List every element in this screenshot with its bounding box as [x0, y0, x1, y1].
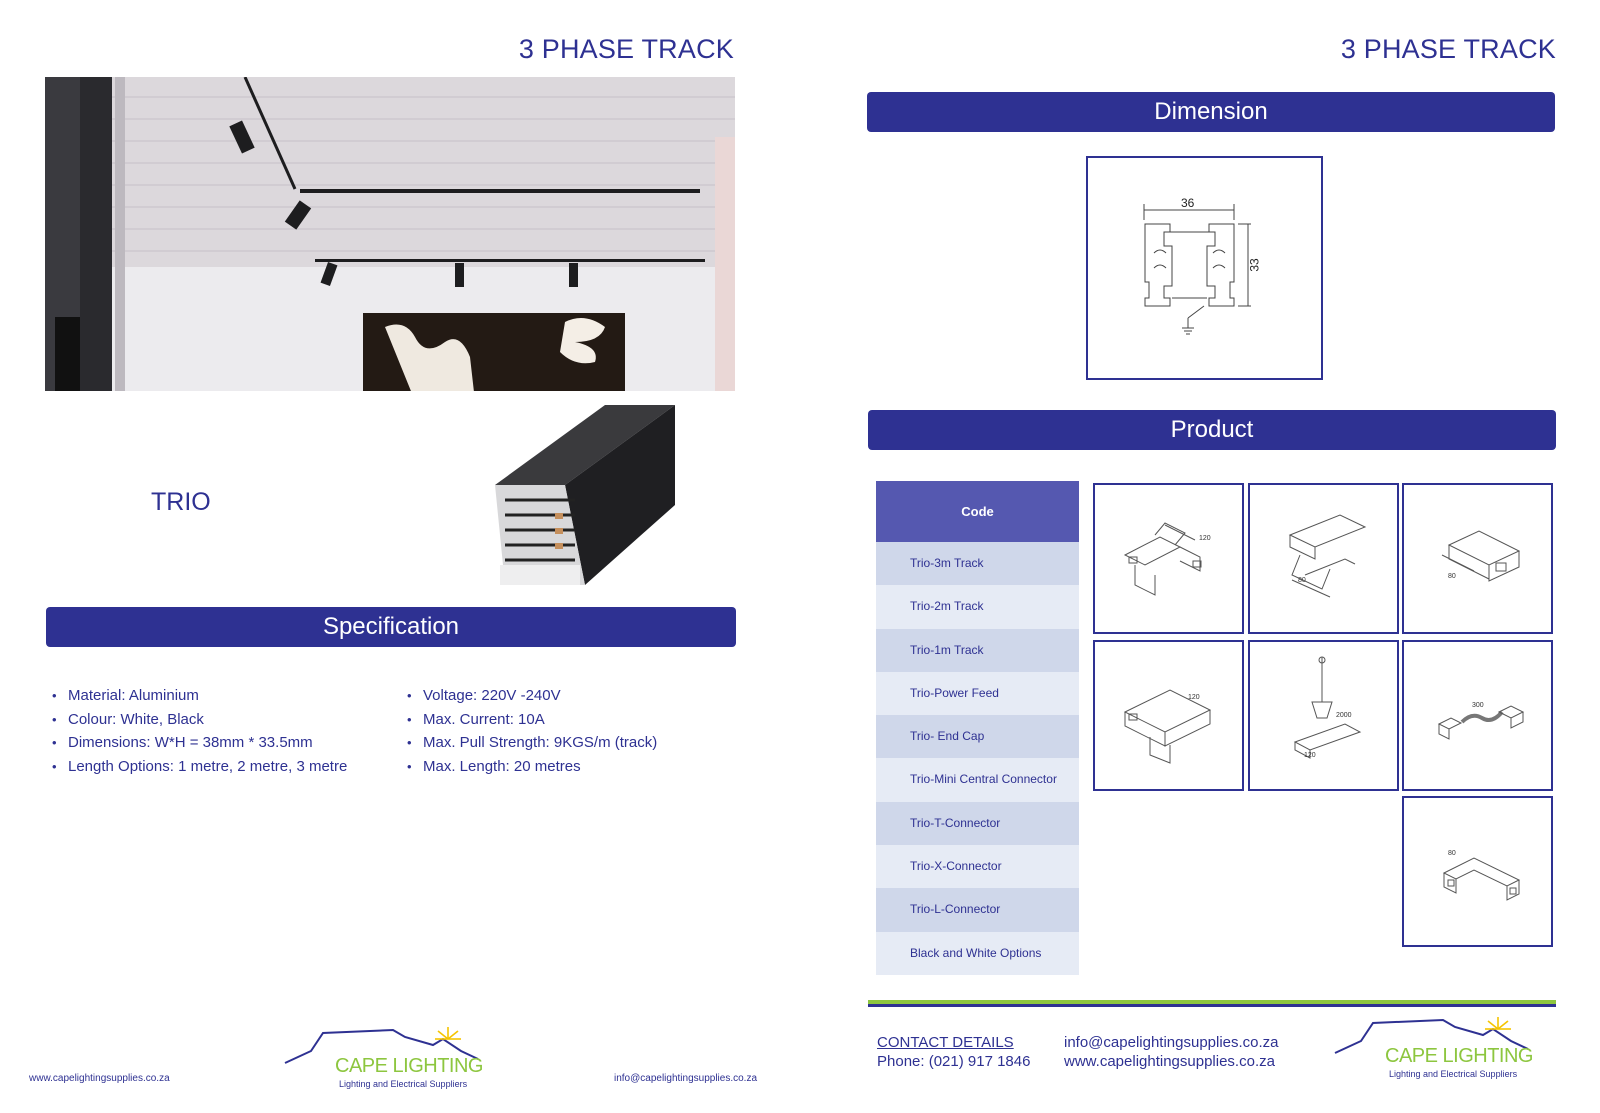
footer-divider [868, 1000, 1556, 1004]
end-cap-drawing: 80 [1402, 483, 1553, 634]
spec-item: Max. Current: 10A [401, 708, 657, 732]
mini-central-connector-drawing: 80 [1248, 483, 1399, 634]
tile-dimension-label: 120 [1304, 752, 1316, 759]
brand-name: CAPE LIGHTING [335, 1055, 483, 1077]
dimension-heading: Dimension [867, 92, 1555, 132]
product-code-table: Code Trio-3m Track Trio-2m Track Trio-1m… [876, 481, 1079, 975]
table-row: Trio-X-Connector [876, 845, 1079, 889]
tile-dimension-label: 80 [1298, 577, 1306, 584]
spec-item: Max. Length: 20 metres [401, 755, 657, 779]
brand-tagline: Lighting and Electrical Suppliers [339, 1079, 468, 1089]
tile-dimension-label: 80 [1448, 850, 1456, 857]
brand-name: CAPE LIGHTING [1385, 1045, 1533, 1067]
table-row: Trio-Power Feed [876, 671, 1079, 716]
tile-dimension-label: 120 [1199, 535, 1211, 542]
track-profile-image [495, 405, 675, 587]
table-row: Trio- End Cap [876, 715, 1079, 759]
product-heading: Product [868, 410, 1556, 450]
dimension-drawing: 36 33 [1086, 156, 1323, 380]
dimension-height-label: 33 [1247, 258, 1262, 272]
tile-dimension-label: 80 [1448, 573, 1456, 580]
table-row: Black and White Options [876, 931, 1079, 975]
t-connector-drawing: 120 [1093, 640, 1244, 791]
specification-heading: Specification [46, 607, 736, 647]
table-mountain-logo-icon [1334, 1017, 1529, 1054]
tile-dimension-label: 300 [1472, 702, 1484, 709]
footer-website[interactable]: www.capelightingsupplies.co.za [29, 1073, 170, 1084]
gallery-photo [45, 77, 735, 391]
contact-phone[interactable]: Phone: (021) 917 1846 [877, 1053, 1031, 1070]
spec-item: Colour: White, Black [46, 708, 347, 732]
spec-item: Material: Aluminium [46, 684, 347, 708]
spec-item: Voltage: 220V -240V [401, 684, 657, 708]
contact-email[interactable]: info@capelightingsupplies.co.za [1064, 1034, 1279, 1051]
brand-logo: CAPE LIGHTING Lighting and Electrical Su… [1333, 1015, 1543, 1085]
table-row: Trio-3m Track [876, 542, 1079, 586]
l-connector-drawing: 80 [1402, 796, 1553, 947]
table-row: Trio-2m Track [876, 585, 1079, 629]
x-connector-drawing: 120 [1093, 483, 1244, 634]
brand-tagline: Lighting and Electrical Suppliers [1389, 1069, 1518, 1079]
spec-list-right: Voltage: 220V -240V Max. Current: 10A Ma… [401, 684, 657, 778]
table-row: Trio-T-Connector [876, 801, 1079, 846]
spec-item: Max. Pull Strength: 9KGS/m (track) [401, 731, 657, 755]
code-column-header: Code [876, 481, 1079, 542]
flexible-connector-drawing: 300 [1402, 640, 1553, 791]
table-mountain-logo-icon [284, 1027, 479, 1064]
page-title: 3 PHASE TRACK [1340, 34, 1556, 64]
brand-logo: CAPE LIGHTING Lighting and Electrical Su… [283, 1025, 493, 1095]
tile-dimension-label: 120 [1188, 694, 1200, 701]
page-title: 3 PHASE TRACK [518, 34, 734, 64]
spec-item: Dimensions: W*H = 38mm * 33.5mm [46, 731, 347, 755]
footer-divider [868, 1004, 1556, 1007]
footer-email[interactable]: info@capelightingsupplies.co.za [614, 1073, 758, 1084]
product-name: TRIO [151, 488, 211, 516]
contact-heading: CONTACT DETAILS [877, 1034, 1014, 1051]
spec-list-left: Material: Aluminium Colour: White, Black… [46, 684, 347, 778]
table-row: Trio-L-Connector [876, 888, 1079, 932]
table-row: Trio-1m Track [876, 628, 1079, 672]
spec-item: Length Options: 1 metre, 2 metre, 3 metr… [46, 755, 347, 779]
tile-dimension-label: 2000 [1336, 712, 1352, 719]
dimension-width-label: 36 [1181, 196, 1195, 210]
contact-website[interactable]: www.capelightingsupplies.co.za [1064, 1053, 1275, 1070]
suspension-kit-drawing: 2000 120 [1248, 640, 1399, 791]
table-row: Trio-Mini Central Connector [876, 758, 1079, 802]
